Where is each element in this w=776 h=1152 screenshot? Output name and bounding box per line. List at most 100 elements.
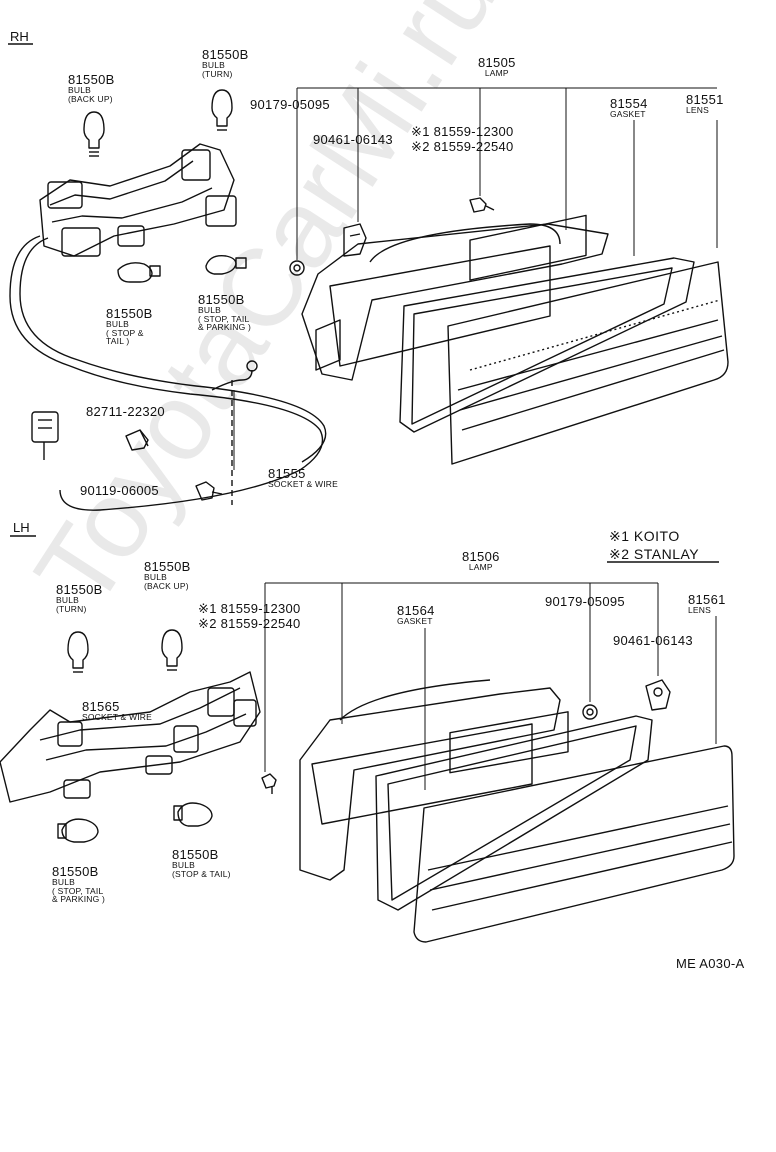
lh-clip-label: 90461-06143 (613, 633, 693, 648)
part-number: 81505 (478, 55, 516, 70)
part-desc: BULB (144, 572, 168, 582)
part-number: 81565 (82, 699, 120, 714)
rh-lamp-housing (301, 223, 609, 381)
rh-alt1-label: ※1 81559-12300 (411, 124, 514, 139)
part-number: 81561 (688, 592, 726, 607)
lh-note1: ※1 KOITO (609, 528, 680, 544)
part-number: 81550B (56, 582, 103, 597)
part-desc: BULB (106, 319, 130, 329)
part-desc: BULB (202, 60, 226, 70)
rh-bulb-stp-icon (205, 255, 247, 275)
lh-bulb-backup-label: 81550B BULB (BACK UP) (144, 560, 191, 590)
part-desc: (STOP & TAIL) (172, 868, 231, 879)
rh-gasket-label: 81554 GASKET (610, 97, 648, 119)
part-number: 81555 (268, 466, 306, 481)
part-number: 81550B (172, 847, 219, 862)
rh-bulb-backup-label: 81550B BULB (BACK UP) (68, 73, 115, 103)
rh-lamp-label: 81505 LAMP (478, 56, 516, 78)
rh-clip-label: 90461-06143 (313, 132, 393, 147)
lh-lens (413, 711, 735, 943)
lh-gasket (375, 715, 653, 911)
part-desc: ( STOP, TAIL (52, 885, 104, 896)
lh-bulb-stop-icon (173, 802, 213, 827)
part-number: 81550B (52, 864, 99, 879)
part-desc: BULB (198, 305, 222, 315)
lh-bulb-stp-icon (57, 818, 99, 843)
part-number: 81551 (686, 92, 724, 107)
part-desc: & PARKING ) (52, 894, 106, 904)
lh-screw-icon (582, 704, 598, 720)
part-desc: (TURN) (56, 603, 87, 614)
lh-bulb-turn-icon (67, 631, 89, 673)
rh-leaders (233, 87, 718, 470)
lh-leaders (264, 582, 717, 790)
rh-bulb-turn-label: 81550B BULB (TURN) (202, 48, 249, 78)
part-desc: GASKET (397, 616, 433, 626)
rh-socket-wire (9, 143, 327, 511)
rh-screw-icon (289, 260, 305, 276)
rh-bulb-turn-icon (211, 89, 233, 131)
part-desc: BULB (172, 860, 196, 870)
rh-bulb-stp-label: 81550B BULB ( STOP, TAIL & PARKING ) (198, 293, 251, 332)
rh-bulb-stop-icon (117, 262, 161, 283)
part-desc: & PARKING ) (198, 322, 252, 332)
lh-tapping-screw-icon (261, 773, 277, 794)
lh-bulb-stop-label: 81550B BULB (STOP & TAIL) (172, 848, 231, 878)
part-desc: ( STOP, TAIL (198, 313, 250, 324)
lh-bulb-turn-label: 81550B BULB (TURN) (56, 583, 103, 613)
part-number: 81550B (68, 72, 115, 87)
lh-clip-icon (645, 679, 671, 711)
part-desc: BULB (52, 877, 76, 887)
part-desc: GASKET (610, 109, 646, 119)
lh-lamp-housing (299, 679, 561, 881)
part-desc: LAMP (468, 562, 493, 572)
part-number: 81554 (610, 96, 648, 111)
part-desc: LAMP (484, 68, 509, 78)
lh-section-label: LH (13, 520, 30, 535)
lh-bulb-stp-label: 81550B BULB ( STOP, TAIL & PARKING ) (52, 865, 105, 904)
figure-code: ME A030-A (676, 956, 745, 971)
part-desc: (TURN) (202, 68, 233, 79)
rh-clamp-icon (125, 429, 149, 451)
lh-lens-label: 81561 LENS (688, 593, 726, 615)
part-number: 81564 (397, 603, 435, 618)
rh-bulb-stop-label: 81550B BULB ( STOP & TAIL ) (106, 307, 153, 346)
part-desc: (BACK UP) (68, 93, 113, 104)
part-desc: LENS (688, 605, 712, 615)
rh-wire-label: 81555 SOCKET & WIRE (268, 467, 338, 489)
rh-bolt-icon (195, 481, 223, 501)
rh-clip-icon (343, 223, 367, 257)
lh-wire-label: 81565 SOCKET & WIRE (82, 700, 152, 722)
part-desc: ( STOP & (106, 327, 144, 338)
part-desc: SOCKET & WIRE (268, 479, 338, 489)
rh-alt2-label: ※2 81559-22540 (411, 139, 514, 154)
rh-bulb-backup-icon (83, 111, 105, 157)
lh-screw-label: 90179-05095 (545, 594, 625, 609)
part-number: 81506 (462, 549, 500, 564)
rh-connector-icon (31, 411, 59, 460)
rh-connector-label: 82711-22320 (86, 404, 165, 419)
part-desc: LENS (686, 105, 710, 115)
rh-screw-label: 90179-05095 (250, 97, 330, 112)
rh-gasket (399, 257, 695, 433)
part-desc: (BACK UP) (144, 580, 189, 591)
lh-lamp-label: 81506 LAMP (462, 550, 500, 572)
part-desc: SOCKET & WIRE (82, 712, 152, 722)
part-desc: TAIL ) (106, 336, 130, 346)
rh-lens-label: 81551 LENS (686, 93, 724, 115)
rh-section-label: RH (10, 29, 29, 44)
part-number: 81550B (202, 47, 249, 62)
part-desc: BULB (56, 595, 80, 605)
rh-tapping-screw-icon (469, 197, 495, 213)
lh-note2: ※2 STANLAY (609, 546, 700, 562)
lh-bulb-backup-icon (161, 629, 183, 671)
lh-alt1-label: ※1 81559-12300 (198, 601, 301, 616)
part-number: 81550B (198, 292, 245, 307)
part-number: 81550B (144, 559, 191, 574)
part-number: 81550B (106, 306, 153, 321)
lh-alt2-label: ※2 81559-22540 (198, 616, 301, 631)
rh-lens (447, 214, 729, 465)
part-desc: BULB (68, 85, 92, 95)
rh-bolt-label: 90119-06005 (80, 483, 159, 498)
